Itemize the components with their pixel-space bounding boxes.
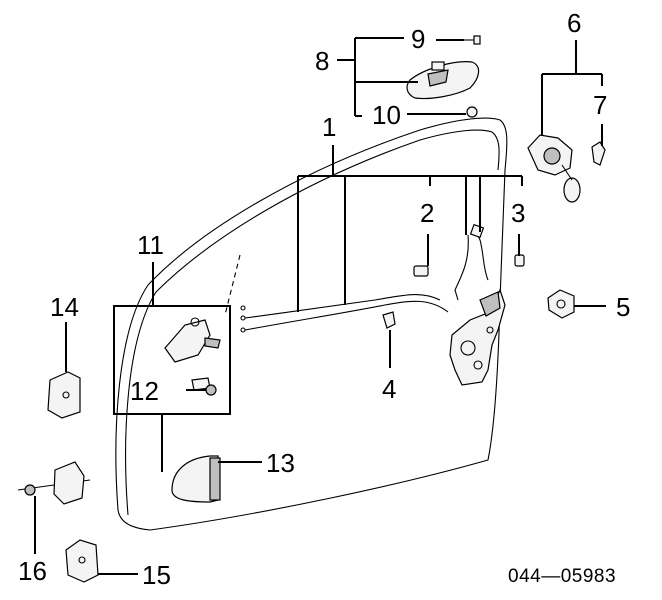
callout-labels: 1 2 3 4 5 6 7 8 9 10 11 12 13 14 15 16 — [18, 8, 630, 590]
striker-part-5 — [547, 289, 575, 319]
callout-16: 16 — [18, 556, 47, 586]
callout-2: 2 — [420, 198, 434, 228]
callout-1: 1 — [322, 112, 336, 142]
hinge-part-14 — [47, 371, 81, 419]
door-panel-outline — [115, 117, 508, 531]
callout-7: 7 — [593, 90, 607, 120]
callout-12: 12 — [130, 376, 159, 406]
drawing-code: 044—05983 — [508, 566, 616, 587]
callout-3: 3 — [511, 198, 525, 228]
cylinder-clip-part-7 — [591, 141, 606, 166]
door-check-part-16 — [17, 461, 91, 505]
door-lock-cables — [240, 294, 449, 333]
lock-rods — [413, 223, 525, 301]
outside-handle-part-8 — [406, 61, 480, 100]
leader-lines — [34, 37, 606, 575]
callout-6: 6 — [567, 8, 581, 38]
inside-handle-part-11 — [113, 305, 231, 415]
screw-part-12 — [191, 377, 217, 396]
callout-14: 14 — [50, 292, 79, 322]
callout-8: 8 — [315, 46, 329, 76]
lock-cylinder-part-6 — [527, 134, 581, 203]
clip-part-4 — [382, 311, 396, 329]
callout-11: 11 — [137, 230, 164, 260]
callout-9: 9 — [411, 24, 425, 54]
hinge-part-15 — [65, 539, 99, 583]
screw-part-9 — [464, 35, 481, 45]
nut-part-10 — [466, 106, 478, 118]
callout-5: 5 — [616, 292, 630, 322]
callout-4: 4 — [382, 374, 396, 404]
door-pull-part-13 — [171, 455, 221, 503]
door-lock-assembly — [449, 288, 506, 386]
callout-13: 13 — [266, 448, 295, 478]
callout-15: 15 — [142, 560, 171, 590]
callout-10: 10 — [372, 100, 401, 130]
